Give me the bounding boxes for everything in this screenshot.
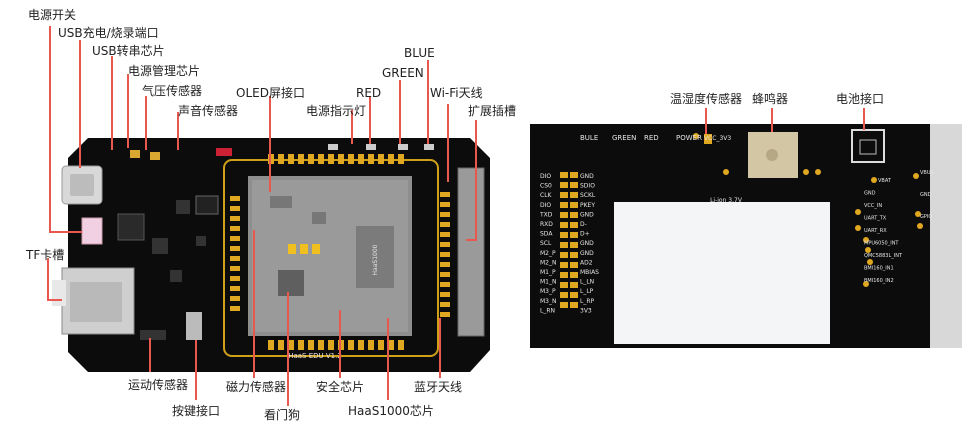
back-right-pads <box>693 133 923 287</box>
label-motion-sensor: 运动传感器 <box>128 378 189 392</box>
label-security-chip: 安全芯片 <box>316 380 365 394</box>
chip-mark: HaaS1000 <box>372 244 379 275</box>
back-mid-pin-label: PKEY <box>580 202 595 209</box>
lcd-window <box>614 202 830 344</box>
back-side-pin-label: GND <box>920 192 932 198</box>
back-left-pin-label: L_RN <box>540 307 555 314</box>
label-power-led: 电源指示灯 <box>306 104 367 118</box>
status-leds <box>328 144 434 150</box>
back-left-pin-label: TXD <box>539 211 553 218</box>
back-mid-pin-label: L_LP <box>580 288 594 295</box>
label-power-mgmt-chip: 电源管理芯片 <box>128 64 201 78</box>
back-mid-pin-label: L_RP <box>580 298 595 305</box>
label-haas-chip: HaaS1000芯片 <box>348 404 434 418</box>
label-usb-serial-chip: USB转串芯片 <box>92 44 165 58</box>
back-mid-pin-label: D- <box>580 221 587 228</box>
back-top-led-label: GREEN <box>612 134 636 142</box>
back-mid-pin-label: GND <box>580 240 594 247</box>
haas1000-chip <box>356 226 394 288</box>
expansion-slot-part <box>457 167 485 337</box>
front-components <box>117 148 232 340</box>
label-usb-port: USB充电/烧录端口 <box>58 26 159 40</box>
back-right-pin-label: VBAT <box>878 178 892 184</box>
label-watchdog: 看门狗 <box>264 408 301 422</box>
back-left-pin-label: M1_N <box>540 279 556 286</box>
back-mid-pin-label: GND <box>580 250 594 257</box>
back-pin-column <box>560 172 578 308</box>
security-chip-part <box>278 270 304 296</box>
left-pin-column <box>230 196 240 311</box>
vcc-silk: VCC_3V3 <box>704 135 731 142</box>
back-left-pin-label: M2_N <box>540 259 556 266</box>
back-right-pin-label: UART_RX <box>864 228 887 234</box>
label-buzzer: 蜂鸣器 <box>752 92 789 106</box>
back-side-pin-label: VBUS <box>920 170 934 176</box>
label-red: RED <box>356 86 382 100</box>
back-top-led-label: BULE <box>580 134 598 142</box>
back-left-pin-label: DIO <box>540 173 551 180</box>
back-left-pin-label: SCL <box>540 240 552 247</box>
label-temp-humidity: 温湿度传感器 <box>670 92 743 106</box>
label-green: GREEN <box>382 66 424 80</box>
back-right-pin-label: VCC_IN <box>864 203 882 209</box>
back-annotation-lines <box>705 108 865 134</box>
back-mid-pin-label: MBIAS <box>580 269 599 276</box>
label-tf-slot: TF卡槽 <box>26 248 65 262</box>
label-button-port: 按键接口 <box>172 404 221 418</box>
battery-silk: Li-ion 3.7V <box>710 197 743 204</box>
back-mid-pin-label: AD2 <box>580 259 593 266</box>
back-right-pin-labels: VBAT GND VCC_IN UART_TX UART_RX MPU6050_INT QM… <box>864 170 934 284</box>
back-left-pin-label: M3_P <box>540 288 556 295</box>
front-annotation-lines <box>47 26 477 406</box>
battery-connector <box>851 129 885 163</box>
label-power-switch: 电源开关 <box>28 8 77 22</box>
back-left-pin-label: M3_N <box>540 298 556 305</box>
back-side-pin-label: GPIO <box>920 214 932 220</box>
right-pin-column <box>440 192 450 317</box>
label-blue: BLUE <box>404 46 435 60</box>
label-wifi-antenna: Wi-Fi天线 <box>430 86 483 100</box>
back-top-led-labels: BULE GREEN RED POWER <box>580 134 702 142</box>
back-left-pin-label: CS0 <box>540 183 552 190</box>
label-sound-sensor: 声音传感器 <box>178 104 239 118</box>
back-right-pin-label: QMC5883L_INT <box>864 253 903 259</box>
back-mid-pin-label: GND <box>580 211 594 218</box>
back-left-pin-label: RXD <box>540 221 553 228</box>
label-bt-antenna: 蓝牙天线 <box>414 380 463 394</box>
label-oled-port: OLED屏接口 <box>236 86 305 100</box>
back-mid-pin-label: GND <box>580 173 594 180</box>
back-left-pin-label: M1_P <box>540 269 556 276</box>
back-right-pin-label: MPU6050_INT <box>864 241 899 247</box>
label-expansion-slot: 扩展插槽 <box>468 104 517 118</box>
label-magnetic-sensor: 磁力传感器 <box>226 380 287 394</box>
label-pressure-sensor: 气压传感器 <box>142 84 203 98</box>
back-left-pin-label: SDA <box>540 231 553 238</box>
back-mid-pin-label: D+ <box>580 231 590 238</box>
back-mid-pin-label: SCKL <box>580 192 596 199</box>
back-top-led-label: RED <box>644 134 659 142</box>
temp-humidity-part <box>704 134 712 144</box>
back-left-pin-label: DIO <box>540 202 551 209</box>
board-name-silk: HaaS EDU V1.2 <box>288 352 342 360</box>
back-mid-pin-label: L_LN <box>580 279 594 286</box>
back-right-pin-label: BMI160_IN1 <box>864 266 894 272</box>
back-right-pin-label: GND <box>864 191 876 197</box>
back-left-pin-label: CLK <box>540 192 553 199</box>
back-right-pin-label: BMI160_IN2 <box>864 278 894 284</box>
back-left-pin-label: M2_P <box>540 250 556 257</box>
back-mid-pin-label: SDIO <box>580 183 595 190</box>
back-right-pin-label: UART_TX <box>864 216 887 222</box>
back-top-led-label: POWER <box>676 134 702 142</box>
label-battery-port: 电池接口 <box>836 92 885 106</box>
back-mid-pin-label: 3V3 <box>580 307 592 314</box>
